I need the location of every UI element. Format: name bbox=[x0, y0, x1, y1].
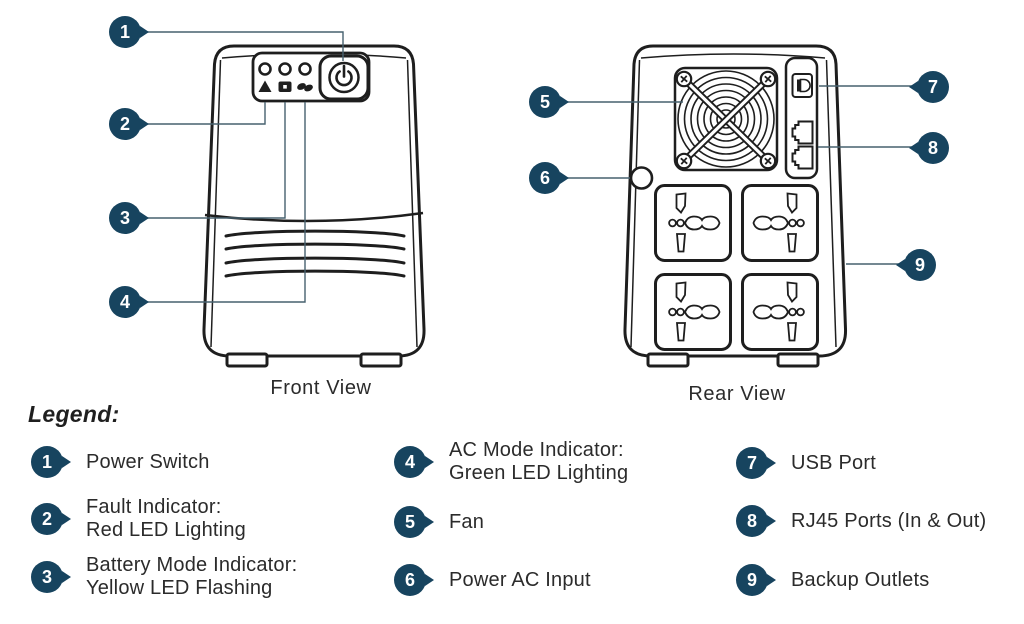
legend-label: Green LED Lighting bbox=[449, 462, 629, 484]
outlet-bottom-left bbox=[654, 273, 732, 351]
front-foot-right bbox=[359, 352, 403, 368]
battery-icon bbox=[278, 81, 292, 92]
legend-badge-4: 4 bbox=[394, 446, 426, 478]
ac-mode-leaf-icon bbox=[297, 83, 313, 92]
callout-badge-6: 6 bbox=[529, 162, 561, 194]
legend-badge-8: 8 bbox=[736, 505, 768, 537]
legend-item-fan: 5 Fan bbox=[394, 506, 484, 538]
legend-badge-1: 1 bbox=[31, 446, 63, 478]
legend-label: Fault Indicator: bbox=[86, 496, 222, 518]
callout-line-2 bbox=[142, 102, 266, 125]
legend-item-rj45-ports: 8 RJ45 Ports (In & Out) bbox=[736, 505, 986, 537]
rear-view bbox=[623, 44, 848, 368]
usb-port bbox=[791, 73, 813, 98]
callout-badge-5: 5 bbox=[529, 86, 561, 118]
legend-label: Power AC Input bbox=[449, 568, 591, 591]
legend-label: Red LED Lighting bbox=[86, 519, 246, 541]
callout-line-1 bbox=[143, 31, 344, 61]
outlet-top-right bbox=[741, 184, 819, 262]
legend-label: Backup Outlets bbox=[791, 568, 930, 591]
ac-input-port bbox=[629, 166, 654, 190]
legend-label: USB Port bbox=[791, 451, 876, 474]
outlet-bottom-right bbox=[741, 273, 819, 351]
legend-item-power-switch: 1 Power Switch bbox=[31, 446, 210, 478]
legend-badge-3: 3 bbox=[31, 561, 63, 593]
legend-item-fault-indicator: 2 Fault Indicator: Red LED Lighting bbox=[31, 496, 246, 542]
rj45-ports bbox=[791, 120, 814, 170]
front-foot-left bbox=[225, 352, 269, 368]
callout-badge-3: 3 bbox=[109, 202, 141, 234]
legend-badge-5: 5 bbox=[394, 506, 426, 538]
outlet-top-left bbox=[654, 184, 732, 262]
legend-item-battery-mode-indicator: 3 Battery Mode Indicator: Yellow LED Fla… bbox=[31, 554, 297, 600]
led-fault bbox=[258, 62, 272, 76]
legend-badge-9: 9 bbox=[736, 564, 768, 596]
power-button bbox=[318, 54, 370, 101]
rear-foot-right bbox=[776, 352, 820, 368]
power-icon bbox=[335, 64, 353, 87]
legend-label: Battery Mode Indicator: bbox=[86, 554, 298, 576]
legend-label: AC Mode Indicator: bbox=[449, 439, 624, 461]
legend-item-power-ac-input: 6 Power AC Input bbox=[394, 564, 591, 596]
fan-guard bbox=[683, 78, 769, 162]
fan bbox=[673, 66, 779, 172]
callout-badge-9: 9 bbox=[904, 249, 936, 281]
legend-item-ac-mode-indicator: 4 AC Mode Indicator: Green LED Lighting bbox=[394, 439, 628, 485]
rear-body-bevel-right bbox=[825, 59, 837, 348]
legend-label: Fan bbox=[449, 510, 485, 533]
rear-foot-left bbox=[646, 352, 690, 368]
callout-badge-4: 4 bbox=[109, 286, 141, 318]
legend-badge-2: 2 bbox=[31, 503, 63, 535]
callout-lines bbox=[142, 31, 915, 303]
fan-rings bbox=[677, 70, 775, 168]
rear-body-bevel-left bbox=[630, 59, 641, 348]
led-battery bbox=[278, 62, 292, 76]
legend-item-backup-outlets: 9 Backup Outlets bbox=[736, 564, 929, 596]
rear-body-bevel-top bbox=[640, 53, 826, 59]
rear-view-caption: Rear View bbox=[688, 383, 786, 405]
legend-label: Yellow LED Flashing bbox=[86, 577, 273, 599]
legend-label: Power Switch bbox=[86, 450, 210, 473]
legend-item-usb-port: 7 USB Port bbox=[736, 447, 876, 479]
legend-label: RJ45 Ports (In & Out) bbox=[791, 509, 987, 532]
front-body-bevel-right bbox=[406, 59, 418, 348]
led-ac-mode bbox=[298, 62, 312, 76]
callout-line-4 bbox=[142, 102, 306, 303]
legend-badge-6: 6 bbox=[394, 564, 426, 596]
front-view-caption: Front View bbox=[270, 377, 372, 399]
legend-badge-7: 7 bbox=[736, 447, 768, 479]
front-vents bbox=[224, 229, 406, 278]
callout-badge-7: 7 bbox=[917, 71, 949, 103]
front-view bbox=[202, 44, 426, 368]
callout-badge-2: 2 bbox=[109, 108, 141, 140]
io-panel bbox=[784, 56, 819, 180]
legend-title: Legend: bbox=[28, 401, 120, 427]
callout-badge-8: 8 bbox=[917, 132, 949, 164]
fault-warning-icon bbox=[258, 80, 272, 92]
callout-line-3 bbox=[142, 102, 286, 219]
front-body-bevel-left bbox=[210, 59, 222, 348]
fan-screws bbox=[675, 70, 777, 170]
callout-badge-1: 1 bbox=[109, 16, 141, 48]
